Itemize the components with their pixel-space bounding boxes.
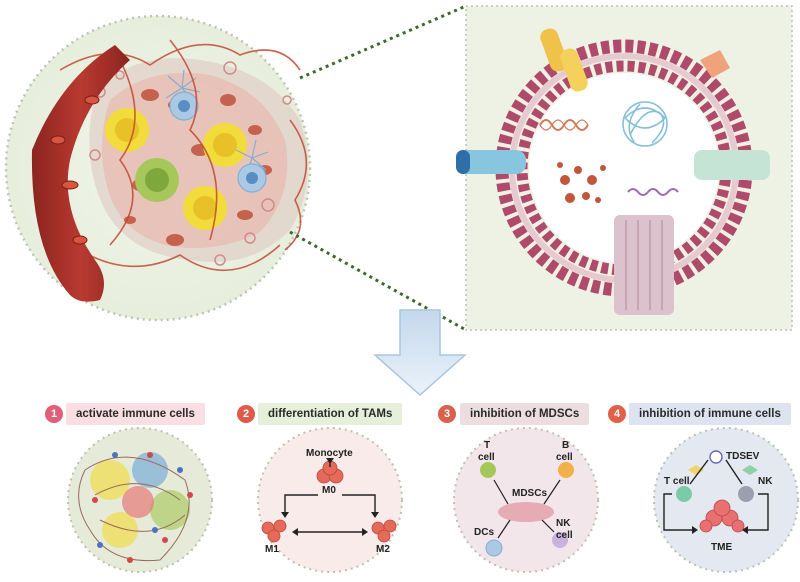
- panel-4-number-badge: 4: [608, 405, 626, 423]
- tme-label: TME: [711, 542, 733, 553]
- panel-3-illustration: [453, 427, 599, 573]
- m0-label: M0: [322, 485, 336, 496]
- nk-cell-label-2: cell: [556, 530, 573, 541]
- exosome-panel: [456, 5, 793, 331]
- panel-3-title: inhibition of MDSCs: [460, 403, 590, 425]
- nk-cell-label-1: NK: [556, 518, 571, 529]
- tdsev-label: TDSEV: [726, 451, 760, 462]
- t-cell-label-2: cell: [478, 452, 495, 463]
- panel-2-number-badge: 2: [237, 405, 255, 423]
- panel-1-illustration: [67, 427, 213, 573]
- panel-4-title: inhibition of immune cells: [629, 403, 791, 425]
- panel-4-illustration: [653, 427, 799, 573]
- t-cell-label-1: T: [484, 440, 491, 451]
- panel-1-number-badge: 1: [45, 405, 63, 423]
- t-cell-label: T cell: [664, 476, 690, 487]
- monocyte-label: Monocyte: [306, 448, 353, 459]
- b-cell-label-2: cell: [556, 452, 573, 463]
- tumor-microenvironment: [4, 14, 312, 322]
- m2-label: M2: [376, 544, 390, 555]
- m1-label: M1: [265, 544, 279, 555]
- panel-2-illustration: [257, 427, 403, 573]
- panel-3-number-badge: 3: [438, 405, 456, 423]
- mdscs-label: MDSCs: [512, 488, 548, 499]
- zoom-connector: [289, 4, 467, 332]
- nk-label: NK: [758, 476, 773, 487]
- panel-2-title: differentiation of TAMs: [258, 403, 403, 425]
- transition-arrow: [373, 309, 467, 397]
- panel-1-title: activate immune cells: [66, 403, 205, 425]
- b-cell-label-1: B: [562, 440, 570, 451]
- dcs-label: DCs: [474, 527, 495, 538]
